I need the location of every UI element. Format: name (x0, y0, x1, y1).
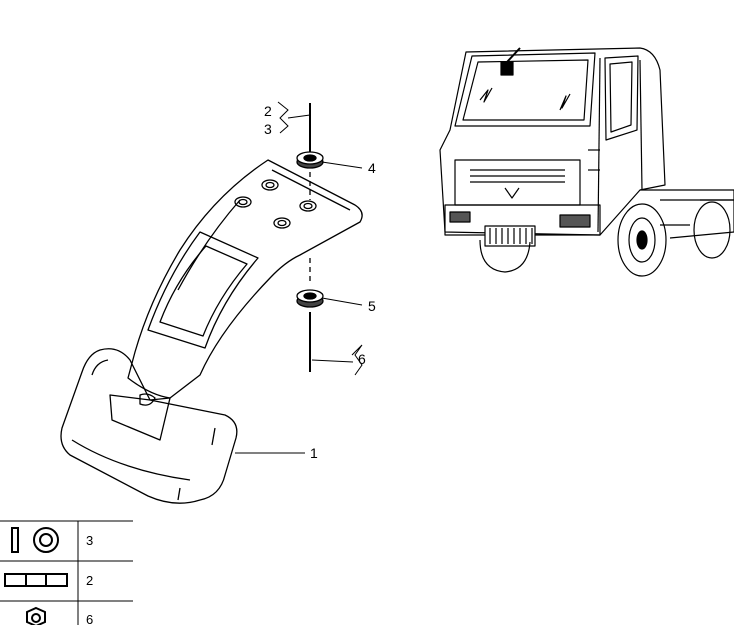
callout-4: 4 (368, 160, 376, 176)
callout-2: 2 (264, 103, 272, 119)
nut-icon (26, 606, 46, 625)
legend-number-3: 3 (86, 533, 93, 548)
leader-lines (235, 101, 363, 454)
callout-5: 5 (368, 298, 376, 314)
bolt-washer-icon (11, 527, 59, 553)
mudguard-part (60, 159, 363, 504)
grommet-part-4 (296, 151, 324, 169)
legend-table (0, 520, 133, 625)
callout-6: 6 (358, 351, 366, 367)
callout-1: 1 (310, 445, 318, 461)
bracket-strip-icon (4, 573, 68, 587)
callout-3: 3 (264, 121, 272, 137)
grommet-part-5 (296, 289, 324, 308)
fixings (296, 103, 324, 372)
legend-number-2: 2 (86, 573, 93, 588)
truck-cab-illustration (439, 47, 734, 277)
legend-number-6: 6 (86, 612, 93, 625)
